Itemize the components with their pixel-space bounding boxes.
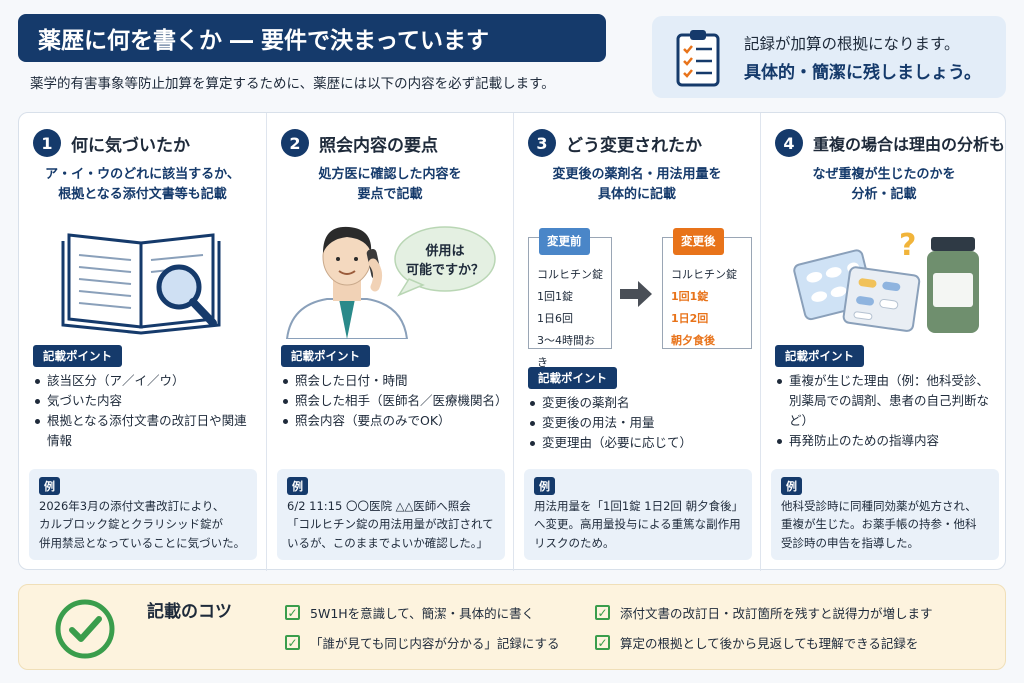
tip-item: ✓「誰が見ても同じ内容が分かる」記録にする — [285, 633, 560, 652]
note-box: 記録が加算の根拠になります。 具体的・簡潔に残しましょう。 — [652, 16, 1006, 98]
speech-line-1: 併用は — [424, 243, 464, 259]
svg-text:?: ? — [899, 228, 916, 263]
pill-bottle-question-icon: ? — [793, 228, 979, 333]
checkbox-icon: ✓ — [285, 635, 300, 650]
tip-item: ✓算定の根拠として後から見返しても理解できる記録を — [595, 633, 918, 652]
open-book-magnifier-icon — [61, 233, 221, 335]
list-item: 該当区分（ア／イ／ウ） — [33, 371, 259, 391]
column-duplication: 4 重複の場合は理由の分析も なぜ重複が生じたのかを分析・記載 ? 記載ポイント — [760, 113, 1007, 571]
column-description: 処方医に確認した内容を要点で記載 — [318, 167, 462, 203]
point-tag: 記載ポイント — [775, 345, 864, 367]
step-number: 4 — [775, 129, 803, 157]
example-label: 例 — [534, 477, 555, 495]
point-list: 照会した日付・時間 照会した相手（医師名／医療機関名） 照会内容（要点のみでOK… — [281, 371, 508, 431]
tips-panel: 記載のコツ ✓5W1Hを意識して、簡潔・具体的に書く ✓添付文書の改訂日・改訂箇… — [18, 584, 1006, 670]
checkbox-icon: ✓ — [595, 605, 610, 620]
point-list: 変更後の薬剤名 変更後の用法・用量 変更理由（必要に応じて） — [528, 393, 754, 453]
example-label: 例 — [781, 477, 802, 495]
list-item: 変更後の薬剤名 — [528, 393, 754, 413]
example-text: 他科受診時に同種同効薬が処方され、重複が生じた。お薬手帳の持参・他科受診時の申告… — [781, 499, 977, 550]
drug-name: コルヒチン錠 — [537, 268, 603, 281]
before-label: 変更前 — [539, 228, 590, 255]
point-list: 重複が生じた理由（例：他科受診、別薬局での調剤、患者の自己判断など） 再発防止の… — [775, 371, 1001, 451]
point-tag: 記載ポイント — [528, 367, 617, 389]
checkbox-icon: ✓ — [595, 635, 610, 650]
list-item: 気づいた内容 — [33, 391, 259, 411]
prescription-before-card: 変更前 コルヒチン錠 1回1錠 1日6回 3～4時間おき — [528, 228, 612, 369]
column-change: 3 どう変更されたか 変更後の薬剤名・用法用量を具体的に記載 変更前 コルヒチン… — [513, 113, 760, 571]
note-line-2: 具体的・簡潔に残しましょう。 — [744, 62, 981, 83]
speech-line-2: 可能ですか？ — [406, 262, 484, 278]
checkbox-icon: ✓ — [285, 605, 300, 620]
example-text: 用法用量を「1回1錠 1日2回 朝夕食後」へ変更。高用量投与による重篤な副作用リ… — [534, 499, 744, 550]
list-item: 照会した相手（医師名／医療機関名） — [281, 391, 508, 411]
column-inquiry: 2 照会内容の要点 処方医に確認した内容を要点で記載 併用は 可能ですか？ 記載… — [266, 113, 513, 571]
column-title: 照会内容の要点 — [319, 135, 438, 156]
list-item: 照会内容（要点のみでOK） — [281, 411, 507, 431]
example-text: 2026年3月の添付文書改訂により、カルブロック錠とクラリシッド錠が併用禁忌とな… — [39, 499, 246, 550]
check-circle-icon — [55, 599, 115, 659]
column-description: ア・イ・ウのどれに該当するか、根拠となる添付文書等も記載 — [45, 167, 240, 203]
list-item: 根拠となる添付文書の改訂日や関連情報 — [33, 411, 259, 451]
column-description: 変更後の薬剤名・用法用量を具体的に記載 — [552, 167, 722, 203]
list-item: 重複が生じた理由（例：他科受診、別薬局での調剤、患者の自己判断など） — [775, 371, 1001, 431]
tip-item: ✓添付文書の改訂日・改訂箇所を残すと説得力が増します — [595, 603, 933, 622]
point-list: 該当区分（ア／イ／ウ） 気づいた内容 根拠となる添付文書の改訂日や関連情報 — [33, 371, 259, 451]
column-title: 重複の場合は理由の分析も — [813, 135, 1006, 154]
requirements-panel: 1 何に気づいたか ア・イ・ウのどれに該当するか、根拠となる添付文書等も記載 記… — [18, 112, 1007, 571]
example-box: 例 用法用量を「1回1錠 1日2回 朝夕食後」へ変更。高用量投与による重篤な副作… — [524, 469, 752, 561]
column-title: どう変更されたか — [566, 135, 702, 156]
page-title: 薬歴に何を書くか ― 要件で決まっています — [18, 14, 606, 62]
list-item: 照会した日付・時間 — [281, 371, 507, 391]
list-item: 再発防止のための指導内容 — [775, 431, 1001, 451]
after-label: 変更後 — [673, 228, 724, 255]
column-what-noticed: 1 何に気づいたか ア・イ・ウのどれに該当するか、根拠となる添付文書等も記載 記… — [19, 113, 266, 571]
prescription-after-card: 変更後 コルヒチン錠 1回1錠 1日2回 朝夕食後 — [662, 228, 752, 349]
note-line-1: 記録が加算の根拠になります。 — [744, 34, 960, 53]
step-number: 3 — [528, 129, 556, 157]
drug-name: コルヒチン錠 — [671, 268, 737, 281]
example-box: 例 他科受診時に同種同効薬が処方され、重複が生じた。お薬手帳の持参・他科受診時の… — [771, 469, 999, 561]
arrow-right-icon — [620, 281, 652, 307]
pharmacist-phone-icon: 併用は 可能ですか？ — [285, 226, 496, 339]
point-tag: 記載ポイント — [33, 345, 122, 367]
step-number: 1 — [33, 129, 61, 157]
list-item: 変更理由（必要に応じて） — [528, 433, 754, 453]
example-label: 例 — [39, 477, 60, 495]
point-tag: 記載ポイント — [281, 345, 370, 367]
tip-item: ✓5W1Hを意識して、簡潔・具体的に書く — [285, 603, 534, 622]
tips-title: 記載のコツ — [147, 602, 232, 622]
example-text: 6/2 11:15 〇〇医院 △△医師へ照会「コルヒチン錠の用法用量が改訂されて… — [287, 499, 494, 550]
example-box: 例 6/2 11:15 〇〇医院 △△医師へ照会「コルヒチン錠の用法用量が改訂さ… — [277, 469, 505, 561]
page-subtitle: 薬学的有害事象等防止加算を算定するために、薬歴には以下の内容を必ず記載します。 — [30, 76, 555, 92]
clipboard-check-icon — [676, 30, 720, 87]
column-title: 何に気づいたか — [71, 135, 190, 156]
example-label: 例 — [287, 477, 308, 495]
column-description: なぜ重複が生じたのかを分析・記載 — [812, 167, 956, 203]
list-item: 変更後の用法・用量 — [528, 413, 754, 433]
step-number: 2 — [281, 129, 309, 157]
example-box: 例 2026年3月の添付文書改訂により、カルブロック錠とクラリシッド錠が併用禁忌… — [29, 469, 257, 561]
